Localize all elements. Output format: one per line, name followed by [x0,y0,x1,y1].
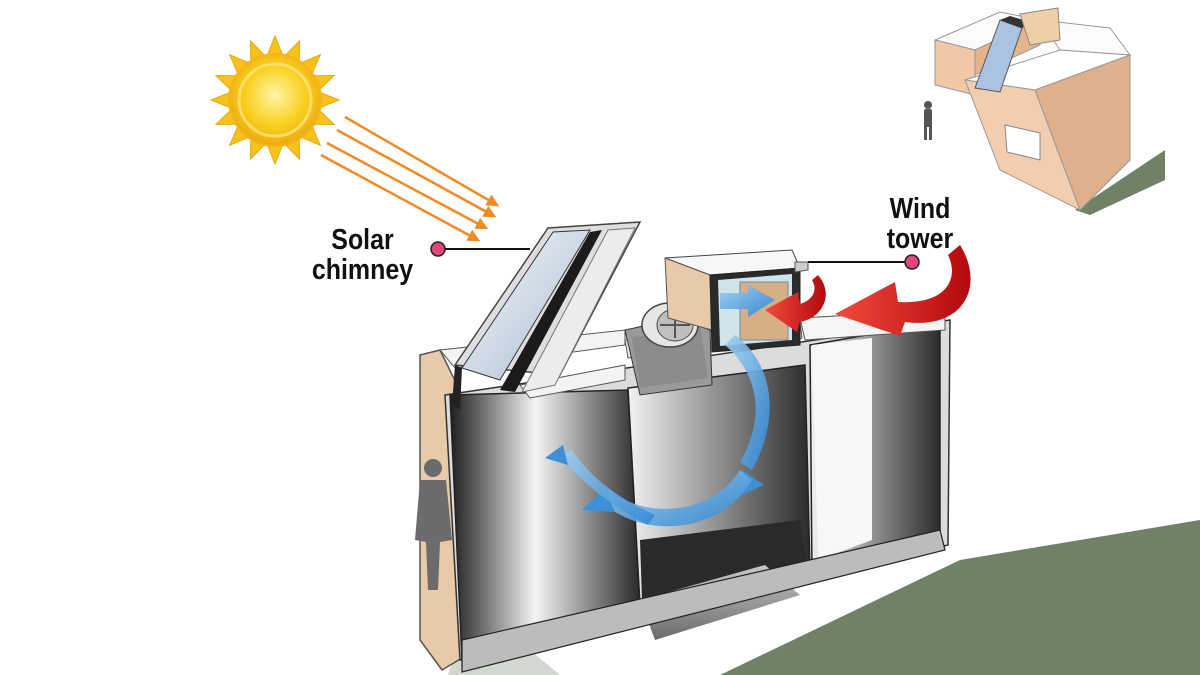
fan-icon [624,302,713,396]
wind-tower-label-line1: Wind [889,193,951,225]
solar-chimney-label-line2: chimney [311,254,414,286]
wind-tower-label: Wind tower [868,194,971,254]
building-cross-section [419,221,951,673]
sun-rays [320,115,500,242]
solar-chimney-label: Solar chimney [309,225,417,285]
warm-airflow-arrows [765,245,971,336]
solar-chimney [452,221,642,410]
person-icon [415,459,452,590]
wind-tower-callout [808,254,920,270]
ground-plane [720,520,1200,675]
house-thumbnail [924,7,1165,215]
solar-chimney-label-line1: Solar [331,224,394,256]
wind-tower-label-line2: tower [886,223,954,255]
cool-airflow-arrows [545,285,775,527]
person-icon [924,101,932,140]
solar-chimney-callout [430,241,530,257]
sun-icon [209,34,341,166]
